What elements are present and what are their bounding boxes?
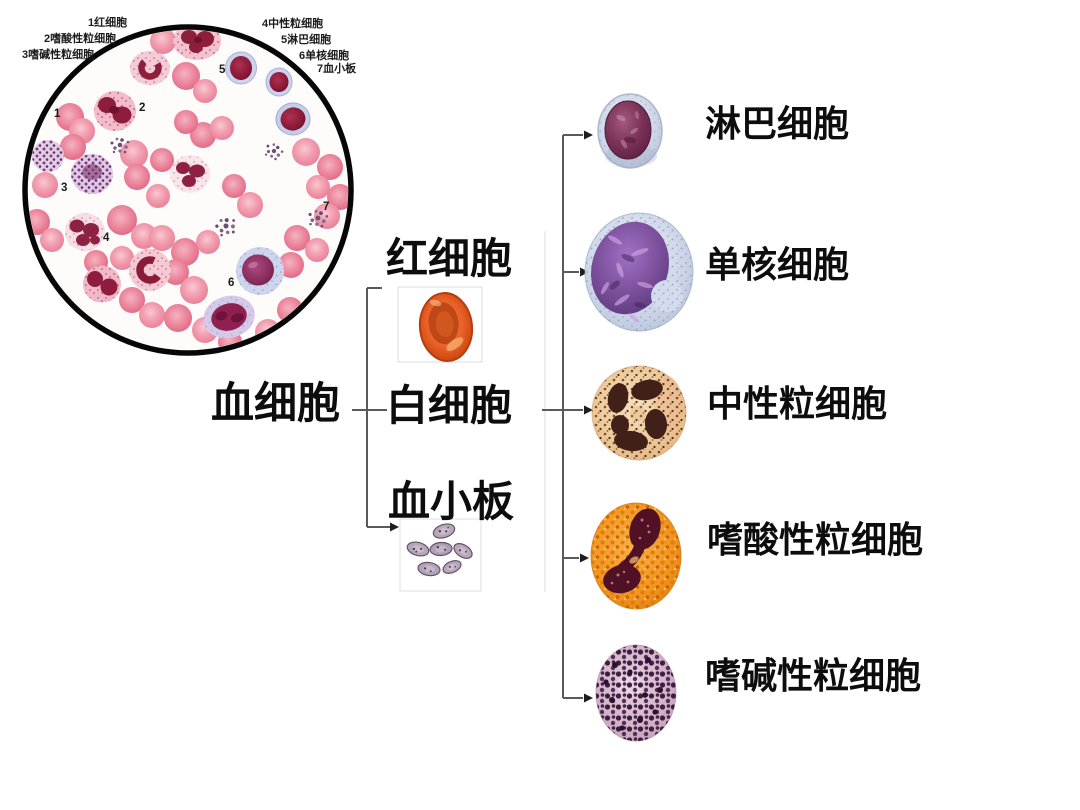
eosinophil-illustration xyxy=(590,502,682,610)
marker-3: 3 xyxy=(61,182,67,194)
marker-4: 4 xyxy=(103,232,110,244)
micrograph-lymphocytes xyxy=(225,51,311,136)
neutrophil-illustration xyxy=(591,365,687,461)
lymphocyte-illustration xyxy=(597,93,663,169)
arrow-basophil xyxy=(584,693,593,703)
micrograph-illustration: 1 2 3 4 5 6 7 xyxy=(22,24,354,356)
branch-label-leukocyte: 白细胞 xyxy=(386,382,513,429)
micrograph-band-cell-bottom xyxy=(129,249,171,291)
image-edge-artifacts xyxy=(397,231,546,592)
micrograph-eosinophil-bottom xyxy=(83,265,121,303)
arrow-neutrophil xyxy=(584,405,593,415)
arrow-lymphocyte xyxy=(584,130,593,140)
marker-2: 2 xyxy=(139,102,145,114)
legend-item-7: 7血小板 xyxy=(317,63,357,75)
micrograph-basophils xyxy=(32,140,113,194)
branch-label-platelet: 血小板 xyxy=(388,478,515,525)
branch-label-erythrocyte: 红细胞 xyxy=(386,235,513,282)
micrograph-eosinophil-2 xyxy=(94,91,136,131)
legend-item-4: 4中性粒细胞 xyxy=(262,18,324,30)
legend-item-5: 5淋巴细胞 xyxy=(281,34,332,46)
wbc-type-label-basophil: 嗜碱性粒细胞 xyxy=(705,655,922,696)
micrograph-markers: 1 2 3 4 5 6 7 xyxy=(54,64,329,289)
root-label: 血细胞 xyxy=(211,380,340,428)
legend-item-1: 1红细胞 xyxy=(88,17,128,29)
marker-6: 6 xyxy=(228,277,234,289)
monocyte-illustration xyxy=(584,212,694,332)
legend-item-2: 2嗜酸性粒细胞 xyxy=(44,33,117,45)
wbc-type-label-eosinophil: 嗜酸性粒细胞 xyxy=(707,519,924,560)
marker-5: 5 xyxy=(219,64,226,76)
platelets-illustration xyxy=(406,523,473,577)
micrograph-large-cell xyxy=(203,295,255,339)
basophil-illustration xyxy=(595,644,677,742)
wbc-type-label-monocyte: 单核细胞 xyxy=(705,244,850,285)
micrograph-neutrophil-mid xyxy=(170,155,210,193)
micrograph-red-cells xyxy=(28,30,348,350)
marker-1: 1 xyxy=(54,108,61,120)
marker-7: 7 xyxy=(323,201,329,213)
arrow-platelet xyxy=(390,522,399,532)
micrograph-neutrophil-top xyxy=(173,30,221,60)
wbc-type-label-lymphocyte: 淋巴细胞 xyxy=(705,103,850,144)
arrow-eosinophil xyxy=(580,553,589,563)
red-cell-illustration xyxy=(418,292,474,362)
legend-item-3: 3嗜碱性粒细胞 xyxy=(22,49,95,61)
arrowheads xyxy=(390,130,593,703)
micrograph-band-cell xyxy=(130,51,170,85)
wbc-type-label-neutrophil: 中性粒细胞 xyxy=(707,383,888,424)
micrograph-monocyte-6 xyxy=(236,247,284,295)
tree-connectors xyxy=(352,134,583,699)
legend-item-6: 6单核细胞 xyxy=(299,50,350,62)
micrograph-neutrophil-4 xyxy=(65,213,105,251)
